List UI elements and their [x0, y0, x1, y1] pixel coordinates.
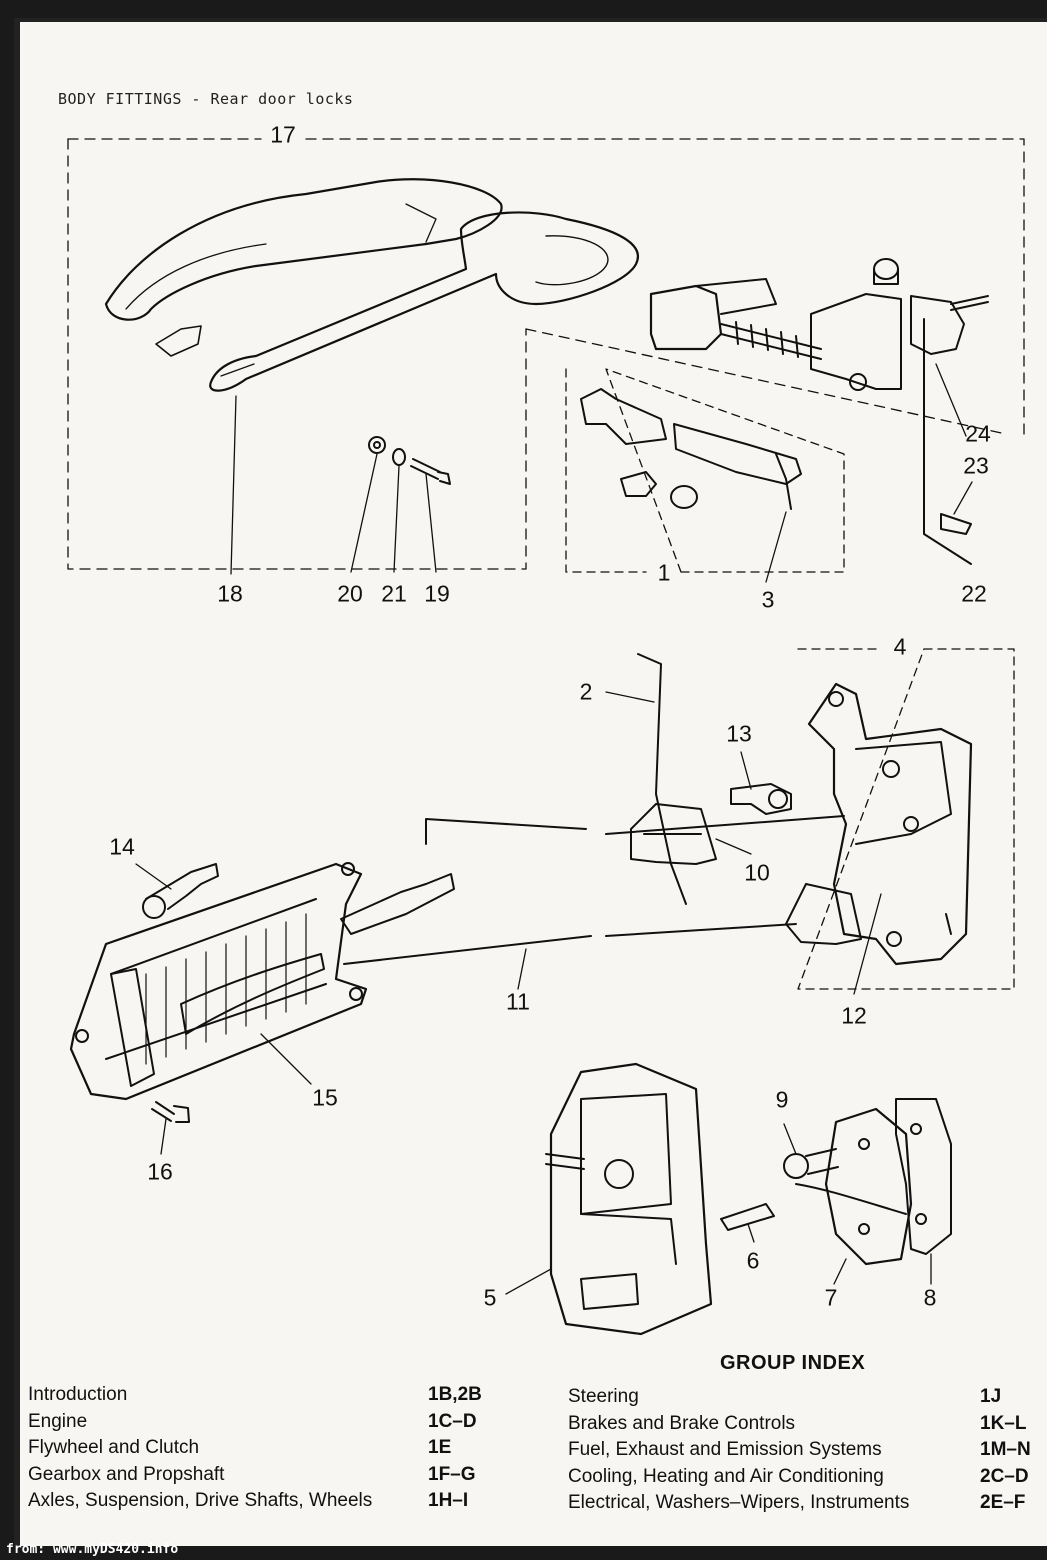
callout-4: 4	[893, 633, 907, 660]
index-code: 1C–D	[428, 1410, 477, 1432]
callout-15: 15	[312, 1084, 338, 1111]
callout-10: 10	[744, 859, 770, 886]
callout-17: 17	[270, 121, 296, 148]
index-row: Axles, Suspension, Drive Shafts, Wheels 1…	[28, 1488, 482, 1515]
index-code: 1M–N	[980, 1439, 1031, 1461]
index-row: Cooling, Heating and Air Conditioning 2C–…	[568, 1464, 1031, 1491]
index-label: Steering	[568, 1386, 639, 1408]
index-code: 1J	[980, 1386, 1002, 1408]
callout-12: 12	[841, 1002, 867, 1029]
leader-lines	[135, 363, 973, 1295]
rod-11	[343, 923, 797, 965]
lever-14	[142, 863, 219, 919]
index-row: Gearbox and Propshaft 1F–G	[28, 1462, 482, 1489]
callout-9: 9	[775, 1086, 789, 1113]
callout-8: 8	[923, 1284, 937, 1311]
pin-6	[720, 1203, 775, 1231]
callout-11: 11	[506, 988, 530, 1015]
lock-barrel	[580, 388, 802, 510]
rod-2	[637, 653, 687, 905]
index-code: 2C–D	[980, 1465, 1029, 1487]
index-label: Engine	[28, 1410, 88, 1432]
callout-2: 2	[579, 678, 593, 705]
index-label: Axles, Suspension, Drive Shafts, Wheels	[28, 1490, 373, 1512]
manual-page: BODY FITTINGS - Rear door locks	[14, 18, 1047, 1546]
callout-5: 5	[483, 1284, 497, 1311]
group-box-17	[67, 138, 1025, 570]
callout-6: 6	[746, 1247, 760, 1274]
latch-mechanism-top	[649, 258, 989, 565]
index-code: 1H–I	[428, 1490, 469, 1512]
callout-20: 20	[337, 580, 363, 607]
relay-lever-lower	[785, 883, 862, 945]
group-index-title: GROUP INDEX	[720, 1352, 866, 1374]
index-label: Cooling, Heating and Air Conditioning	[568, 1465, 884, 1487]
exploded-parts-drawing	[67, 138, 1025, 1336]
index-row: Engine 1C–D	[28, 1409, 482, 1436]
index-label: Brakes and Brake Controls	[568, 1412, 796, 1434]
rod-10	[425, 815, 845, 845]
page-header: BODY FITTINGS - Rear door locks	[58, 90, 354, 108]
callout-24: 24	[965, 420, 991, 447]
striker-shim	[895, 1098, 952, 1255]
washers-and-screw	[368, 436, 451, 485]
group-index-left: Introduction 1B,2B Engine 1C–D Flywheel an…	[28, 1382, 482, 1515]
outer-door-handle	[104, 178, 639, 392]
index-label: Gearbox and Propshaft	[28, 1463, 225, 1485]
index-row: Brakes and Brake Controls 1K–L	[568, 1411, 1031, 1438]
index-row: Steering 1J	[568, 1384, 1031, 1411]
index-row: Electrical, Washers–Wipers, Instruments 2…	[568, 1490, 1031, 1517]
index-label: Introduction	[28, 1384, 128, 1406]
group-box-1	[565, 368, 845, 573]
relay-lever-upper	[630, 803, 717, 865]
index-row: Introduction 1B,2B	[28, 1382, 482, 1409]
callout-16: 16	[147, 1158, 173, 1185]
callout-21: 21	[381, 580, 407, 607]
screw-16	[151, 1101, 190, 1123]
inner-door-handle	[69, 862, 455, 1101]
callout-13: 13	[726, 720, 752, 747]
index-row: Flywheel and Clutch 1E	[28, 1435, 482, 1462]
callout-7: 7	[824, 1284, 838, 1311]
index-row: Fuel, Exhaust and Emission Systems 1M–N	[568, 1437, 1031, 1464]
index-code: 1F–G	[428, 1463, 476, 1485]
callout-18: 18	[217, 580, 243, 607]
callout-22: 22	[961, 580, 987, 607]
index-label: Electrical, Washers–Wipers, Instruments	[568, 1492, 910, 1514]
index-code: 1E	[428, 1437, 452, 1459]
source-watermark: from: www.myDS420.info	[6, 1542, 179, 1557]
callout-14: 14	[109, 833, 135, 860]
index-code: 1K–L	[980, 1412, 1027, 1434]
callout-3: 3	[761, 586, 775, 613]
callout-23: 23	[963, 452, 989, 479]
index-code: 2E–F	[980, 1492, 1026, 1514]
index-label: Flywheel and Clutch	[28, 1437, 200, 1459]
striker-housing	[545, 1062, 713, 1336]
lock-body	[807, 682, 973, 966]
group-index-right: Steering 1J Brakes and Brake Controls 1K–L…	[568, 1384, 1031, 1517]
clip-13	[730, 783, 792, 815]
group-box-4	[797, 648, 1015, 990]
index-label: Fuel, Exhaust and Emission Systems	[568, 1439, 882, 1461]
index-code: 1B,2B	[428, 1384, 482, 1406]
callout-19: 19	[424, 580, 450, 607]
callout-1: 1	[657, 559, 671, 586]
striker-plate	[795, 1107, 913, 1266]
